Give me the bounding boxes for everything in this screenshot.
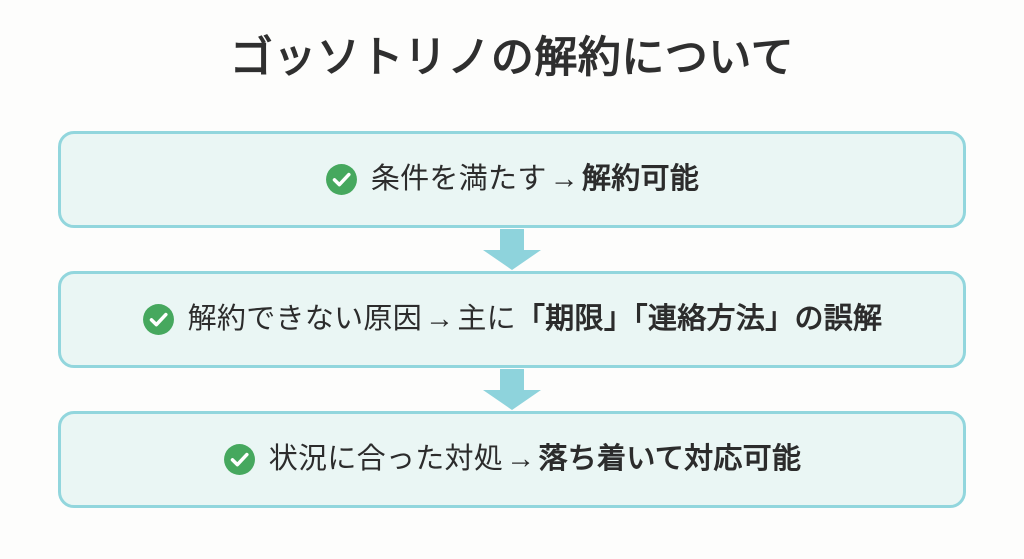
step-content-1: 条件を満たす→解約可能 <box>307 161 717 197</box>
step-content-3: 状況に合った対処→落ち着いて対応可能 <box>205 441 820 477</box>
step-content-2: 解約できない原因→主に「期限」「連絡方法」の誤解 <box>124 301 901 337</box>
step-arrow-1: → <box>549 163 579 196</box>
flow-diagram: 条件を満たす→解約可能 解約できない原因→主に「期限」「連絡方法」の誤解 <box>58 131 966 508</box>
page-title: ゴッソトリノの解約について <box>229 34 795 82</box>
step-box-2[interactable]: 解約できない原因→主に「期限」「連絡方法」の誤解 <box>58 271 966 368</box>
step-lead2-2: 主に <box>457 303 516 336</box>
check-circle-icon <box>142 304 174 335</box>
check-circle-icon <box>223 444 255 475</box>
step-box-3[interactable]: 状況に合った対処→落ち着いて対応可能 <box>58 411 966 508</box>
step-arrow-2: → <box>425 303 455 336</box>
connector-2 <box>58 368 966 411</box>
step-lead-3: 状況に合った対処 <box>268 443 504 476</box>
check-circle-icon <box>325 164 357 195</box>
connector-1 <box>58 228 966 271</box>
step-label-3: 状況に合った対処→落ち着いて対応可能 <box>269 441 802 477</box>
step-label-2: 解約できない原因→主に「期限」「連絡方法」の誤解 <box>188 301 883 337</box>
step-strong-2: 「期限」「連絡方法」の誤解 <box>515 303 883 336</box>
step-lead-1: 条件を満たす <box>370 163 547 196</box>
step-lead-2: 解約できない原因 <box>187 303 423 336</box>
step-strong-1: 解約可能 <box>581 163 700 196</box>
down-arrow-icon <box>483 229 541 270</box>
step-arrow-3: → <box>506 443 536 476</box>
step-box-1[interactable]: 条件を満たす→解約可能 <box>58 131 966 228</box>
down-arrow-icon <box>483 369 541 410</box>
step-label-1: 条件を満たす→解約可能 <box>371 161 699 197</box>
step-strong-3: 落ち着いて対応可能 <box>538 443 802 476</box>
